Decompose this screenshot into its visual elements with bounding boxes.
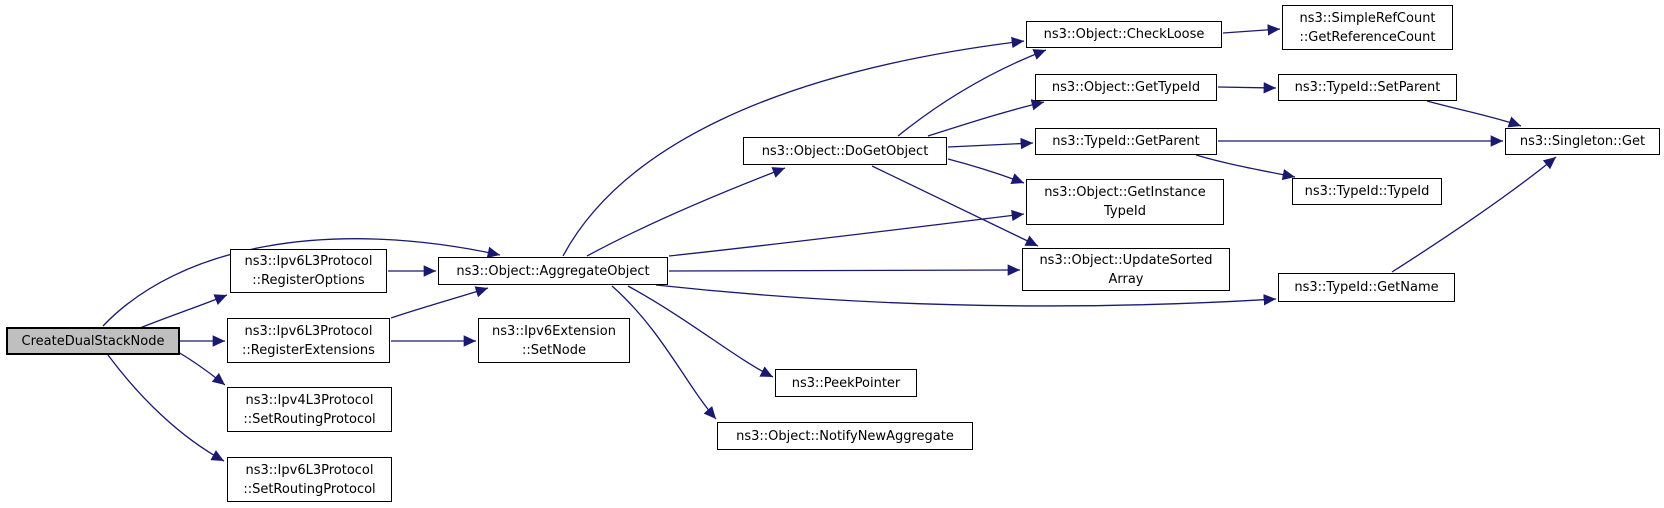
edge-get-name-to-singleton-get [1391, 156, 1557, 273]
graph-node-check-loose[interactable]: ns3::Object::CheckLoose [1026, 21, 1222, 48]
graph-node-register-options[interactable]: ns3::Ipv6L3Protocol ::RegisterOptions [230, 249, 387, 293]
edge-create-dual-stack-node-to-aggregate-object [102, 238, 501, 327]
edge-do-get-object-to-get-type-id [927, 99, 1045, 137]
edge-aggregate-object-to-update-sorted-array [668, 264, 1021, 276]
edge-aggregate-object-to-get-name [655, 284, 1277, 307]
graph-node-set-node[interactable]: ns3::Ipv6Extension ::SetNode [478, 318, 630, 363]
graph-node-create-dual-stack-node: CreateDualStackNode [6, 327, 180, 355]
edge-aggregate-object-to-peek-pointer [627, 285, 774, 378]
graph-node-get-parent[interactable]: ns3::TypeId::GetParent [1035, 128, 1217, 155]
graph-node-ipv4-set-routing[interactable]: ns3::Ipv4L3Protocol ::SetRoutingProtocol [227, 387, 392, 432]
graph-node-get-name[interactable]: ns3::TypeId::GetName [1278, 273, 1455, 302]
graph-node-notify-new-aggregate[interactable]: ns3::Object::NotifyNewAggregate [717, 422, 973, 450]
graph-node-type-id-ctor[interactable]: ns3::TypeId::TypeId [1292, 178, 1442, 205]
graph-node-set-parent[interactable]: ns3::TypeId::SetParent [1278, 74, 1457, 101]
edge-get-type-id-to-set-parent [1217, 82, 1277, 94]
edge-do-get-object-to-check-loose [897, 49, 1047, 137]
edge-set-parent-to-singleton-get [1426, 100, 1522, 128]
edge-check-loose-to-get-reference-count [1222, 24, 1281, 36]
edge-create-dual-stack-node-to-ipv6-set-routing [107, 354, 225, 462]
edge-get-parent-to-type-id-ctor [1195, 154, 1296, 181]
edge-aggregate-object-to-get-instance-type-id [668, 209, 1025, 257]
graph-node-get-type-id[interactable]: ns3::Object::GetTypeId [1035, 74, 1217, 101]
graph-node-update-sorted-array[interactable]: ns3::Object::UpdateSorted Array [1022, 248, 1230, 291]
edge-aggregate-object-to-notify-new-aggregate [611, 285, 717, 420]
edge-group [102, 24, 1557, 462]
graph-node-do-get-object[interactable]: ns3::Object::DoGetObject [743, 137, 947, 165]
graph-node-peek-pointer[interactable]: ns3::PeekPointer [775, 369, 917, 397]
edge-do-get-object-to-get-instance-type-id [947, 158, 1025, 185]
edge-register-extensions-to-aggregate-object [390, 286, 489, 319]
edge-do-get-object-to-update-sorted-array [871, 165, 1039, 247]
graph-node-get-reference-count[interactable]: ns3::SimpleRefCount ::GetReferenceCount [1282, 5, 1453, 50]
graph-node-aggregate-object[interactable]: ns3::Object::AggregateObject [438, 257, 668, 285]
graph-node-ipv6-set-routing[interactable]: ns3::Ipv6L3Protocol ::SetRoutingProtocol [227, 457, 392, 502]
edge-create-dual-stack-node-to-ipv4-set-routing [177, 351, 226, 386]
graph-node-register-extensions[interactable]: ns3::Ipv6L3Protocol ::RegisterExtensions [227, 318, 390, 363]
edge-aggregate-object-to-do-get-object [586, 167, 786, 257]
edge-aggregate-object-to-check-loose [562, 36, 1025, 257]
graph-node-get-instance-type-id[interactable]: ns3::Object::GetInstance TypeId [1026, 179, 1224, 225]
edge-create-dual-stack-node-to-register-options [139, 294, 228, 329]
edge-do-get-object-to-get-parent [947, 137, 1034, 150]
graph-node-singleton-get[interactable]: ns3::Singleton::Get [1505, 128, 1660, 155]
